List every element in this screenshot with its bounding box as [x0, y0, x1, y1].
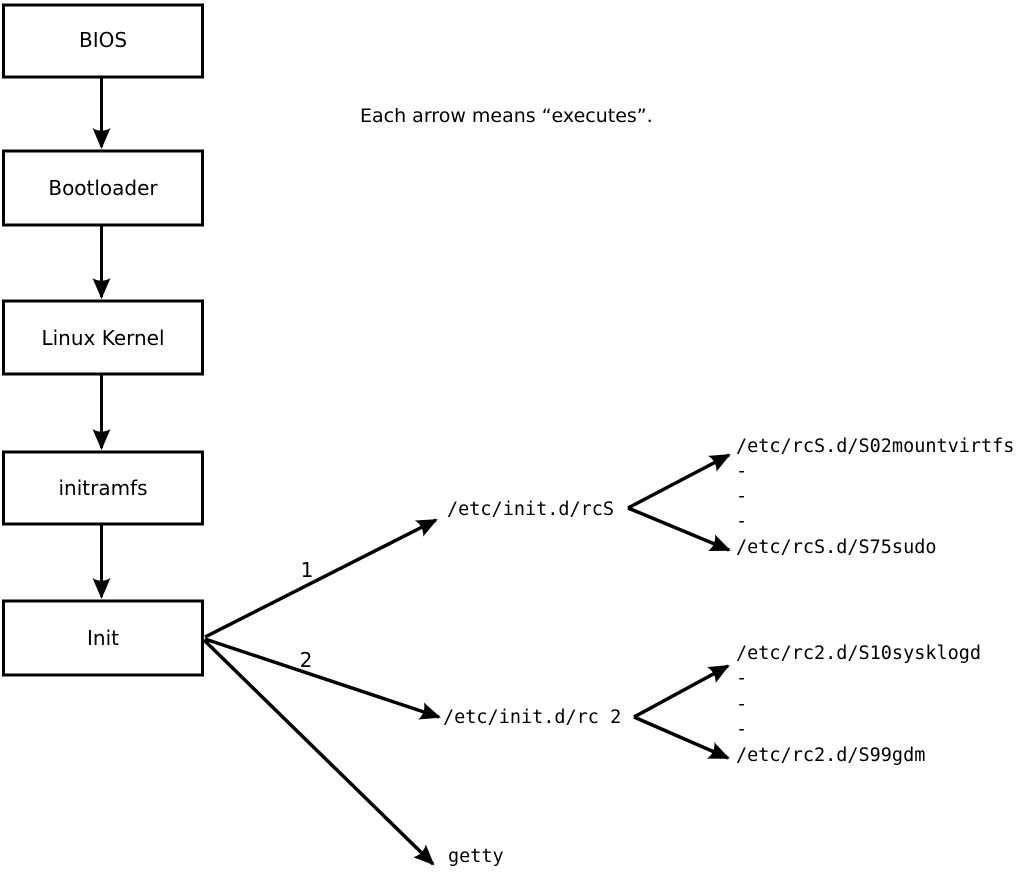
branch-number-2: 2	[300, 648, 313, 672]
rcsd-ellipsis-1: -	[736, 461, 747, 482]
node-linux-kernel: Linux Kernel	[2, 299, 204, 376]
bootloader-label: Bootloader	[48, 176, 158, 200]
bios-label: BIOS	[79, 28, 127, 52]
rc2d-ellipsis-2: -	[736, 694, 747, 715]
rcs-script-label: /etc/init.d/rcS	[447, 499, 614, 520]
getty-label: getty	[448, 846, 504, 867]
rcsd-first-script: /etc/rcS.d/S02mountvirtfs	[736, 436, 1014, 457]
rcsd-ellipsis-2: -	[736, 486, 747, 507]
node-bootloader: Bootloader	[2, 149, 204, 227]
arrow-rc2-to-s10sysklogd	[633, 664, 730, 719]
arrow-rcs-to-s02mountvirtfs	[627, 453, 731, 510]
arrow-init-to-rcs	[204, 518, 438, 639]
init-label: Init	[87, 626, 119, 650]
initramfs-label: initramfs	[58, 476, 147, 500]
rc2d-first-script: /etc/rc2.d/S10sysklogd	[736, 643, 981, 664]
node-initramfs: initramfs	[2, 450, 204, 526]
bootloader-box	[2, 149, 204, 227]
node-init: Init	[2, 599, 204, 677]
rc2d-ellipsis-3: -	[736, 719, 747, 740]
arrow-rcs-to-s75sudo	[627, 506, 731, 552]
rcsd-last-script: /etc/rcS.d/S75sudo	[736, 537, 936, 558]
note-arrow-meaning: Each arrow means “executes”.	[360, 105, 653, 127]
arrow-rc2-to-s99gdm	[633, 715, 730, 760]
init-box	[2, 599, 204, 677]
rc2d-last-script: /etc/rc2.d/S99gdm	[736, 745, 925, 766]
arrow-init-to-rc2	[204, 637, 441, 720]
branch-number-1: 1	[301, 558, 314, 582]
arrow-init-to-getty	[202, 638, 435, 866]
rc2-script-label: /etc/init.d/rc 2	[443, 707, 621, 728]
linux-kernel-label: Linux Kernel	[41, 326, 164, 350]
node-bios: BIOS	[2, 3, 204, 79]
rcsd-ellipsis-3: -	[736, 511, 747, 532]
bios-box	[2, 3, 204, 79]
rc2d-ellipsis-1: -	[736, 668, 747, 689]
linux-kernel-box	[2, 299, 204, 376]
